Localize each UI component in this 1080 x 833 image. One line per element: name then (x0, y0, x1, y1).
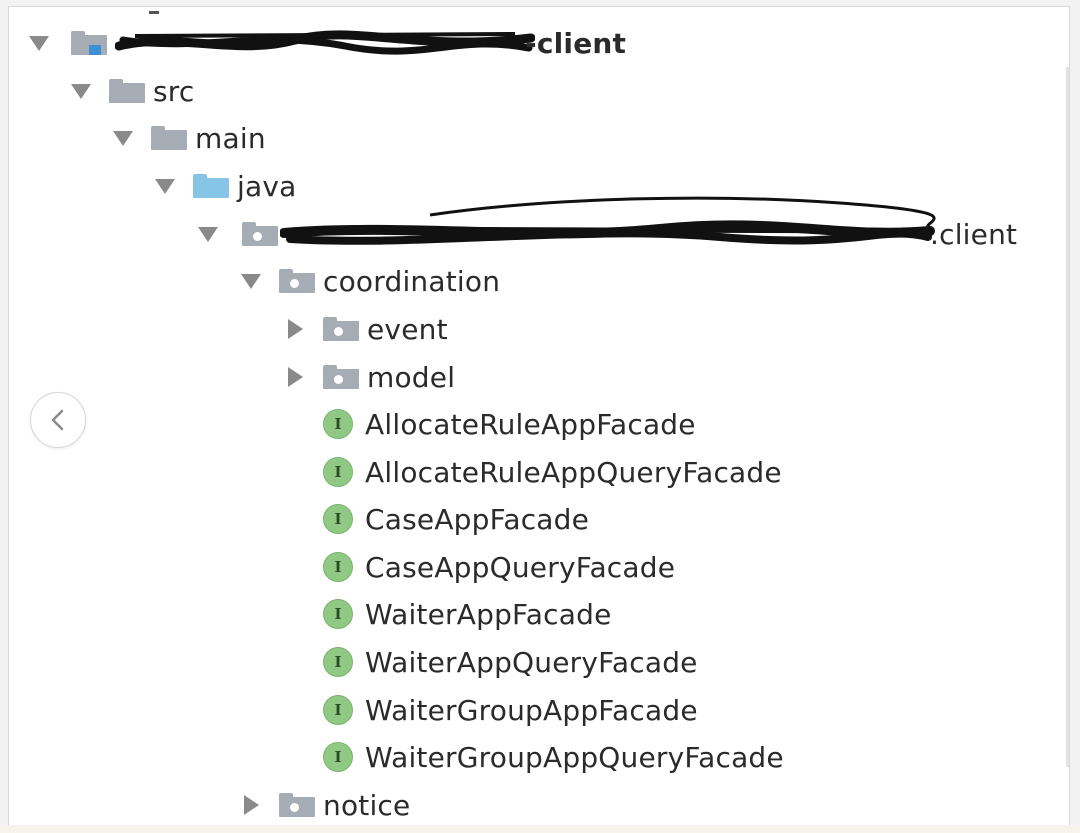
tree-node-src[interactable]: src (67, 69, 194, 113)
tree-node-label: AllocateRuleAppQueryFacade (365, 455, 782, 489)
tree-node-notice[interactable]: notice (237, 783, 411, 825)
triangle-right-icon[interactable] (237, 791, 265, 819)
tree-node-root-module[interactable]: -client (25, 21, 626, 65)
tree-node-label: notice (323, 788, 411, 822)
bottom-edge (0, 825, 1080, 833)
triangle-down-icon[interactable] (25, 29, 53, 57)
tree-node-label: CaseAppQueryFacade (365, 550, 676, 584)
tree-node-package[interactable]: .client (194, 196, 1018, 256)
tree-node-label: WaiterAppFacade (365, 597, 612, 631)
tree-node-coordination[interactable]: coordination (237, 259, 500, 303)
redaction-scribble (115, 30, 535, 55)
interface-icon: I (323, 552, 353, 582)
package-label-suffix: .client (930, 217, 1018, 251)
tree-node-interface[interactable]: I WaiterGroupAppQueryFacade (281, 735, 784, 779)
tree-node-label: WaiterGroupAppFacade (365, 693, 698, 727)
triangle-right-icon[interactable] (281, 363, 309, 391)
module-folder-icon (71, 31, 107, 55)
package-folder-icon (242, 222, 278, 246)
triangle-down-icon[interactable] (237, 267, 265, 295)
tree-node-model[interactable]: model (281, 355, 455, 399)
tree-node-label: src (153, 74, 195, 108)
tree-node-label: CaseAppFacade (365, 502, 590, 536)
source-folder-icon (193, 174, 229, 198)
interface-icon: I (323, 457, 353, 487)
tree-node-interface[interactable]: I WaiterGroupAppFacade (281, 688, 698, 732)
interface-icon: I (323, 599, 353, 629)
interface-icon: I (323, 647, 353, 677)
tree-node-label: main (195, 121, 266, 155)
triangle-down-icon[interactable] (109, 124, 137, 152)
tree-node-label: coordination (323, 264, 501, 298)
package-folder-icon (279, 793, 315, 817)
project-tree-panel: -client src main java .client coordinati… (8, 6, 1070, 826)
folder-icon (109, 79, 145, 103)
interface-icon: I (323, 695, 353, 725)
chevron-left-icon (51, 409, 64, 431)
interface-icon: I (323, 742, 353, 772)
tree-node-interface[interactable]: I AllocateRuleAppQueryFacade (281, 450, 782, 494)
back-button[interactable] (30, 392, 86, 448)
tree-node-interface[interactable]: I CaseAppQueryFacade (281, 545, 675, 589)
tree-node-label: event (367, 312, 448, 346)
tree-node-interface[interactable]: I WaiterAppQueryFacade (281, 640, 698, 684)
tree-node-interface[interactable]: I CaseAppFacade (281, 497, 589, 541)
triangle-down-icon[interactable] (194, 220, 222, 248)
interface-icon: I (323, 504, 353, 534)
root-module-label-suffix: -client (525, 26, 627, 60)
triangle-down-icon[interactable] (67, 77, 95, 105)
triangle-right-icon[interactable] (281, 315, 309, 343)
interface-icon: I (323, 409, 353, 439)
tree-node-label: WaiterAppQueryFacade (365, 645, 698, 679)
tree-node-event[interactable]: event (281, 307, 448, 351)
package-folder-icon (323, 365, 359, 389)
clipped-row-fragment (149, 7, 159, 14)
tree-node-label: model (367, 360, 456, 394)
tree-node-label: WaiterGroupAppQueryFacade (365, 740, 784, 774)
tree-node-label: java (237, 169, 297, 203)
package-folder-icon (323, 317, 359, 341)
scrollbar-track[interactable] (1066, 67, 1069, 767)
folder-icon (151, 126, 187, 150)
redaction-scribble (280, 196, 936, 245)
tree-node-main[interactable]: main (109, 116, 266, 160)
tree-node-java[interactable]: java (151, 164, 296, 208)
tree-node-interface[interactable]: I AllocateRuleAppFacade (281, 402, 696, 446)
tree-node-label: AllocateRuleAppFacade (365, 407, 696, 441)
package-folder-icon (279, 269, 315, 293)
triangle-down-icon[interactable] (151, 172, 179, 200)
tree-node-interface[interactable]: I WaiterAppFacade (281, 592, 612, 636)
